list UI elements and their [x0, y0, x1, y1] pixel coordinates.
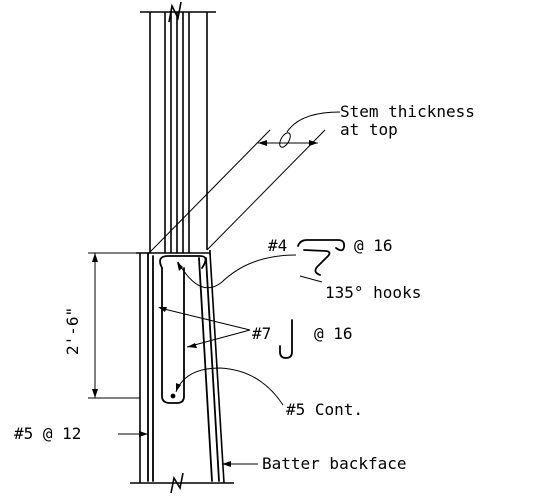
hook-shape-symbol — [297, 239, 346, 252]
cont-bar-5 — [170, 393, 176, 399]
stem-thickness-dimension — [149, 111, 341, 253]
callout-leaders — [118, 254, 323, 467]
front-face-bars — [147, 252, 154, 482]
bar5-cont-label: #5 Cont. — [286, 400, 363, 419]
bar4-label: #4 — [268, 236, 287, 255]
stem-thickness-label-line1: Stem thickness — [340, 102, 475, 121]
upper-stem — [140, 1, 216, 253]
height-dimension — [88, 252, 140, 399]
top-break-symbol — [168, 1, 182, 23]
reinforcing-bars — [147, 252, 220, 482]
hook-shape-tail — [303, 249, 331, 276]
bar7-label: #7 — [252, 324, 271, 343]
bar-shape-symbols — [279, 239, 346, 359]
leader-hooks — [299, 275, 323, 283]
batter-backface-label: Batter backface — [262, 454, 407, 473]
leader-bar7-b — [186, 329, 251, 348]
leader-bar7-a — [159, 307, 251, 331]
bottom-break-symbol — [170, 472, 184, 494]
bar5-spacing-label: #5 @ 12 — [14, 424, 81, 443]
stem-thickness-leader — [286, 111, 341, 133]
stem-thickness-label-line2: at top — [340, 120, 398, 139]
stirrup-shape-symbol — [279, 319, 293, 359]
hooks-label: 135° hooks — [325, 283, 421, 302]
hook-bar-4 — [159, 255, 207, 269]
leader-bar4 — [177, 254, 297, 289]
stirrup-bar-7 — [161, 267, 185, 404]
height-dimension-label: 2'-6" — [63, 307, 82, 355]
leader-bar5-cont — [175, 367, 284, 406]
bar7-spacing-label: @ 16 — [314, 324, 353, 343]
bar4-spacing-label: @ 16 — [354, 236, 393, 255]
